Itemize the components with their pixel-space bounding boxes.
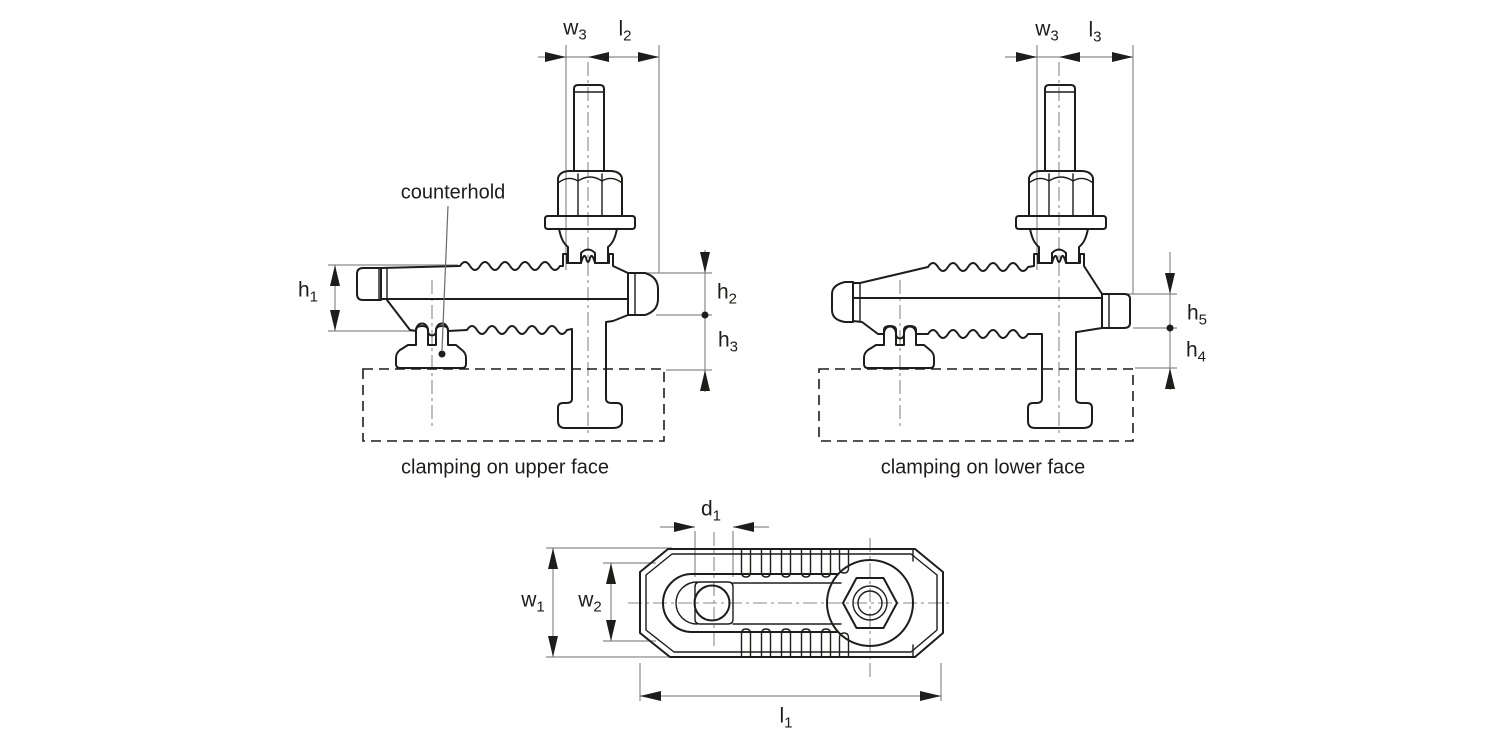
dim-label-w2: w2 [578,588,602,616]
hex-nut-crown-right [1028,176,1094,184]
arrowhead-h2-top [700,252,710,273]
bar-nose-faces-right-view [852,281,861,323]
dim-label-l1: l1 [779,704,793,732]
bolt-hole-top-view [693,584,731,622]
clamp-bar-top-right [852,253,1103,295]
washer-circle-top-view [826,559,914,647]
nut-bore-inner-top-view [857,590,883,616]
clamp-bar-bottom-right [852,320,1103,340]
arrowhead-h4-bottom [1165,368,1175,389]
dim-label-l3: l3 [1088,18,1102,46]
slot-outline-top-view [675,581,842,625]
counterhold-foot-right [863,325,935,369]
arrowhead-w3r-left [1016,52,1037,62]
stud-bolt-left [573,84,605,171]
centerlines [431,62,1060,678]
caption-right-text: clamping on lower face [880,456,1086,479]
arrowhead-l2-left [588,52,609,62]
arrowhead-h1-top [330,265,340,286]
spherical-seat-left [558,228,618,264]
tbolt-head-left [557,382,623,429]
arrowhead-l2-right [638,52,659,62]
counterhold-annotation: counterhold [401,182,506,205]
body-outline-top-view [639,548,944,658]
top-view-clamp [639,548,944,658]
hex-nut-faces-left [577,173,603,217]
dim-label-h1: h1 [297,278,319,306]
workpiece-outline-left [362,368,665,442]
arrowhead-w3-left [545,52,566,62]
tbolt-shank-right [1041,332,1077,384]
arrowhead-h5-top [1165,273,1175,294]
body-chamfer-top-view [645,553,938,653]
dim-label-h2: h2 [716,280,738,308]
arrowhead-l1-right [920,691,941,701]
nut-bore-outer-top-view [852,585,888,621]
workpiece-outline-right [818,368,1134,442]
dim-label-l2: l2 [618,17,632,45]
hex-nut-right [1028,170,1094,217]
stud-bolt-right [1044,84,1076,171]
bar-end-cap-left [356,267,382,301]
counterhold-leader-line [441,205,449,351]
arrowhead-h1-bottom [330,310,340,331]
dim-label-w1: w1 [521,588,545,616]
counterhold-leader-dot [438,350,446,358]
arrowhead-d1-left [674,522,695,532]
tbolt-shank-left [571,322,607,384]
caption-left-text: clamping on upper face [401,456,609,479]
arrowhead-w1-top [548,548,558,569]
bar-end-cap-faces-left [378,267,388,301]
clamp-bar-bottom-left [386,299,629,337]
caption-right-view: clamping on lower face [881,457,1086,480]
dimension-arrowheads [330,52,1175,701]
clamp-bar-top-left [380,253,629,274]
dim-dot-h5-h4 [1166,324,1174,332]
ribs-top [740,549,850,578]
dimension-lines [328,45,1177,701]
arrowhead-l1-left [640,691,661,701]
dim-dot-h2-h3 [701,311,709,319]
arrowhead-w1-bottom [548,636,558,657]
clamping-nose-left [627,272,659,316]
dim-label-w3-right-view: w3 [1035,17,1059,45]
dim-label-h3: h3 [717,328,739,356]
bar-end-cap-right [1101,293,1131,329]
left-view-clamp [356,84,659,429]
arrowhead-l3-right [1112,52,1133,62]
washer-right [1015,215,1107,230]
ribs-bottom [740,628,850,657]
hex-nut-top-view [842,577,898,629]
arrowhead-l3-left [1059,52,1080,62]
arrowhead-w2-bottom [606,620,616,641]
arrowhead-h3-bottom [700,370,710,391]
bar-nose-right-view [831,281,854,323]
dim-label-h4: h4 [1185,338,1207,366]
arrowhead-w2-top [606,563,616,584]
counterhold-text: counterhold [400,181,506,204]
counterhold-pocket-top-view [694,581,734,625]
hex-nut-faces-right [1048,173,1074,217]
dim-label-h5: h5 [1186,301,1208,329]
dim-label-w3-left-view: w3 [563,16,587,44]
spherical-seat-right [1029,228,1089,264]
caption-left-view: clamping on upper face [401,457,609,480]
hex-nut-left [557,170,623,217]
arrowhead-d1-right [733,522,754,532]
right-view-clamp [831,84,1131,429]
boss-outline-top-view [662,573,838,633]
dim-label-d1: d1 [700,497,722,525]
hex-nut-crown-left [557,176,623,184]
counterhold-foot-left [395,325,467,369]
washer-left [544,215,636,230]
tbolt-head-right [1027,382,1093,429]
